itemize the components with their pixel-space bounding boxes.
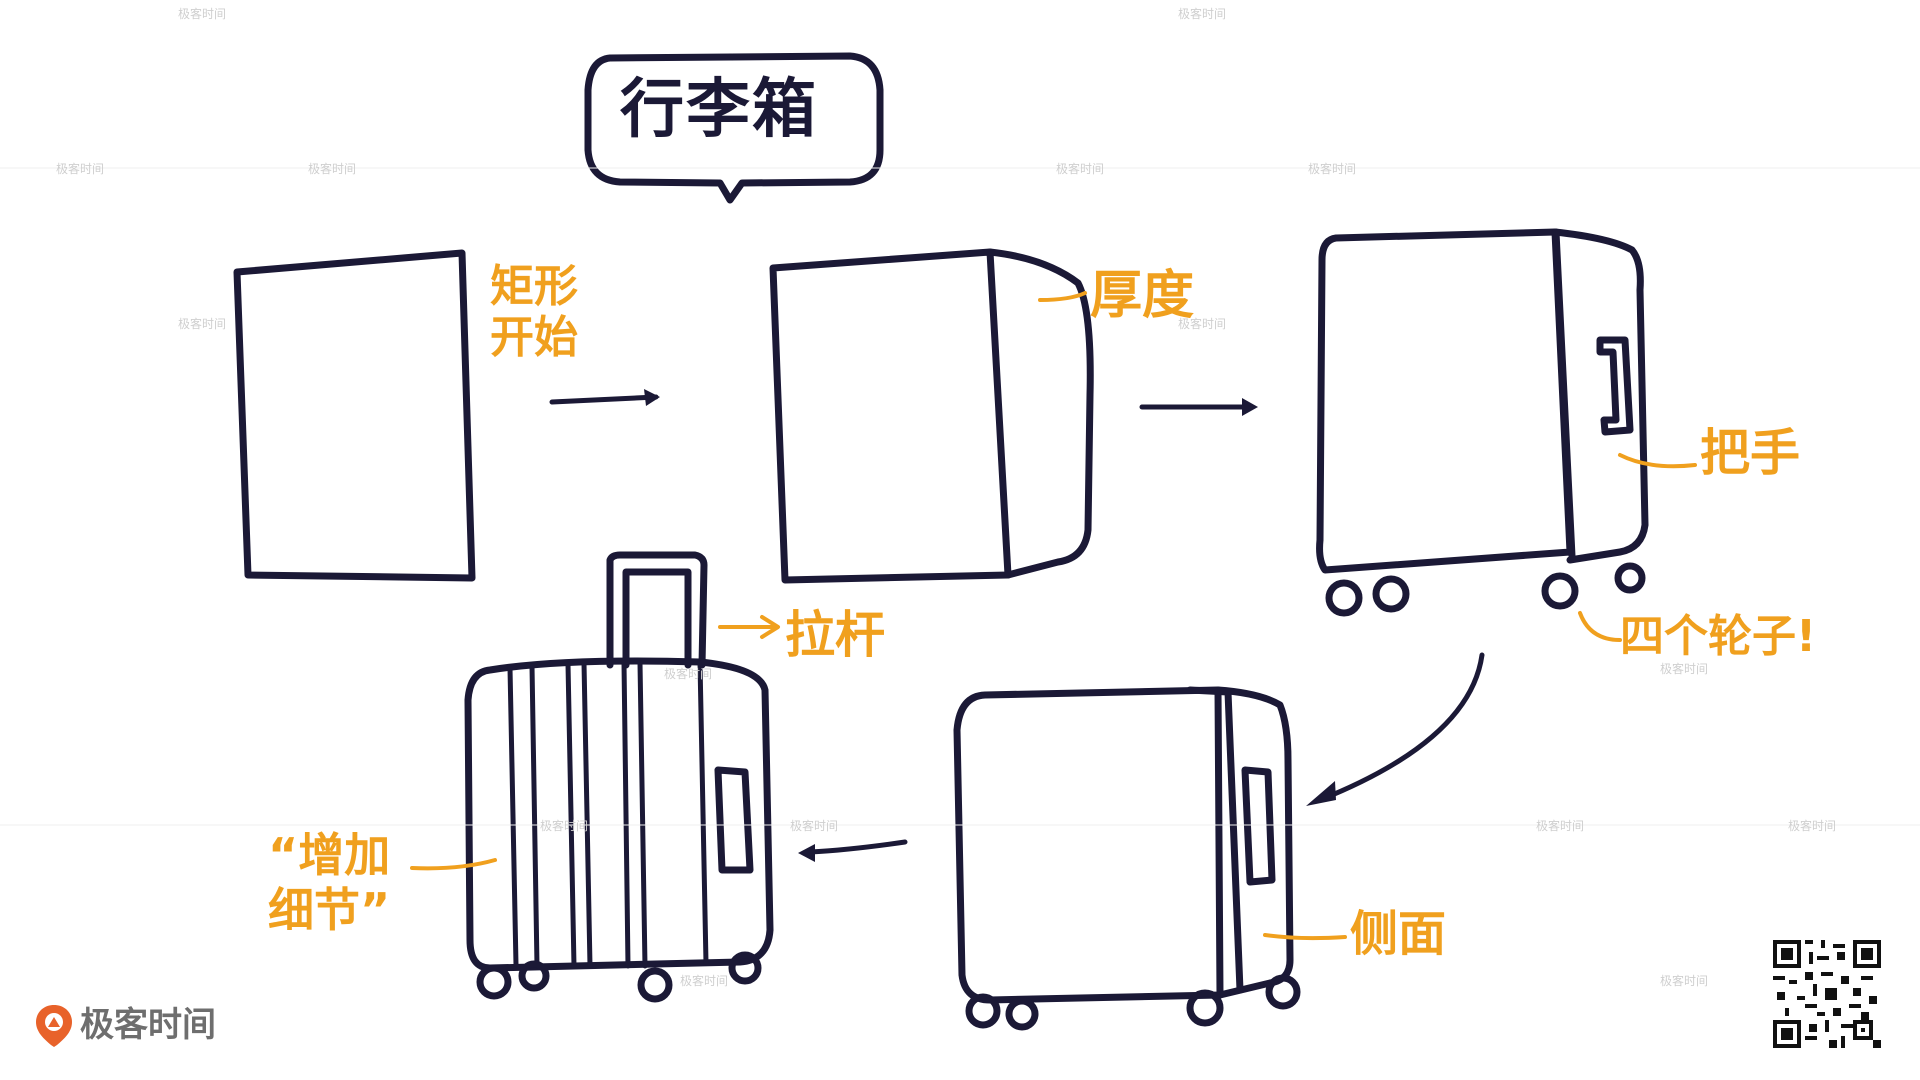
watermark: 极客时间 [1308, 162, 1357, 176]
arrow-icon [1139, 398, 1258, 416]
geek-time-logo-icon [36, 1005, 72, 1047]
watermark: 极客时间 [540, 819, 589, 833]
brand-logo: 极客时间 [34, 1003, 216, 1047]
stage-2-thickness [769, 248, 1094, 584]
label-handle: 把手 [1700, 424, 1800, 482]
label-pull-rod: 拉杆 [785, 606, 885, 664]
watermark: 极客时间 [1056, 162, 1105, 176]
watermark: 极客时间 [1788, 819, 1837, 833]
watermark: 极客时间 [790, 819, 839, 833]
speech-bubble-icon [584, 52, 884, 204]
stage-1-rectangle [233, 249, 476, 582]
arrow-icon [798, 839, 908, 862]
watermark: 极客时间 [178, 317, 227, 331]
watermark: 极客时间 [1178, 317, 1227, 331]
watermark: 极客时间 [308, 162, 357, 176]
stage-4-side [953, 686, 1301, 1031]
watermark: 极客时间 [178, 7, 227, 21]
watermark: 极客时间 [1660, 974, 1709, 988]
watermark: 极客时间 [664, 667, 713, 681]
page-title: 行李箱 [620, 73, 818, 147]
watermark: 极客时间 [1536, 819, 1585, 833]
arrow-icon [549, 389, 660, 406]
watermark-guides [0, 167, 1920, 826]
logo-text: 极客时间 [80, 1005, 216, 1045]
arrow-icon [1306, 652, 1485, 806]
label-side: 侧面 [1350, 906, 1447, 962]
stage-3-handle-wheels [1316, 228, 1649, 617]
annotation-leaders [410, 291, 1697, 941]
watermark: 极客时间 [1660, 662, 1709, 676]
qr-code-icon [1773, 940, 1881, 1048]
watermark: 极客时间 [680, 974, 729, 988]
label-four-wheels: 四个轮子! [1620, 611, 1817, 662]
watermark: 极客时间 [1178, 7, 1227, 21]
label-rectangle-start: 矩形 开始 [490, 261, 578, 363]
stage-5-detailed [464, 551, 774, 1003]
label-add-details: “增加 细节” [268, 828, 391, 938]
label-thickness: 厚度 [1090, 266, 1195, 326]
watermark: 极客时间 [56, 162, 105, 176]
